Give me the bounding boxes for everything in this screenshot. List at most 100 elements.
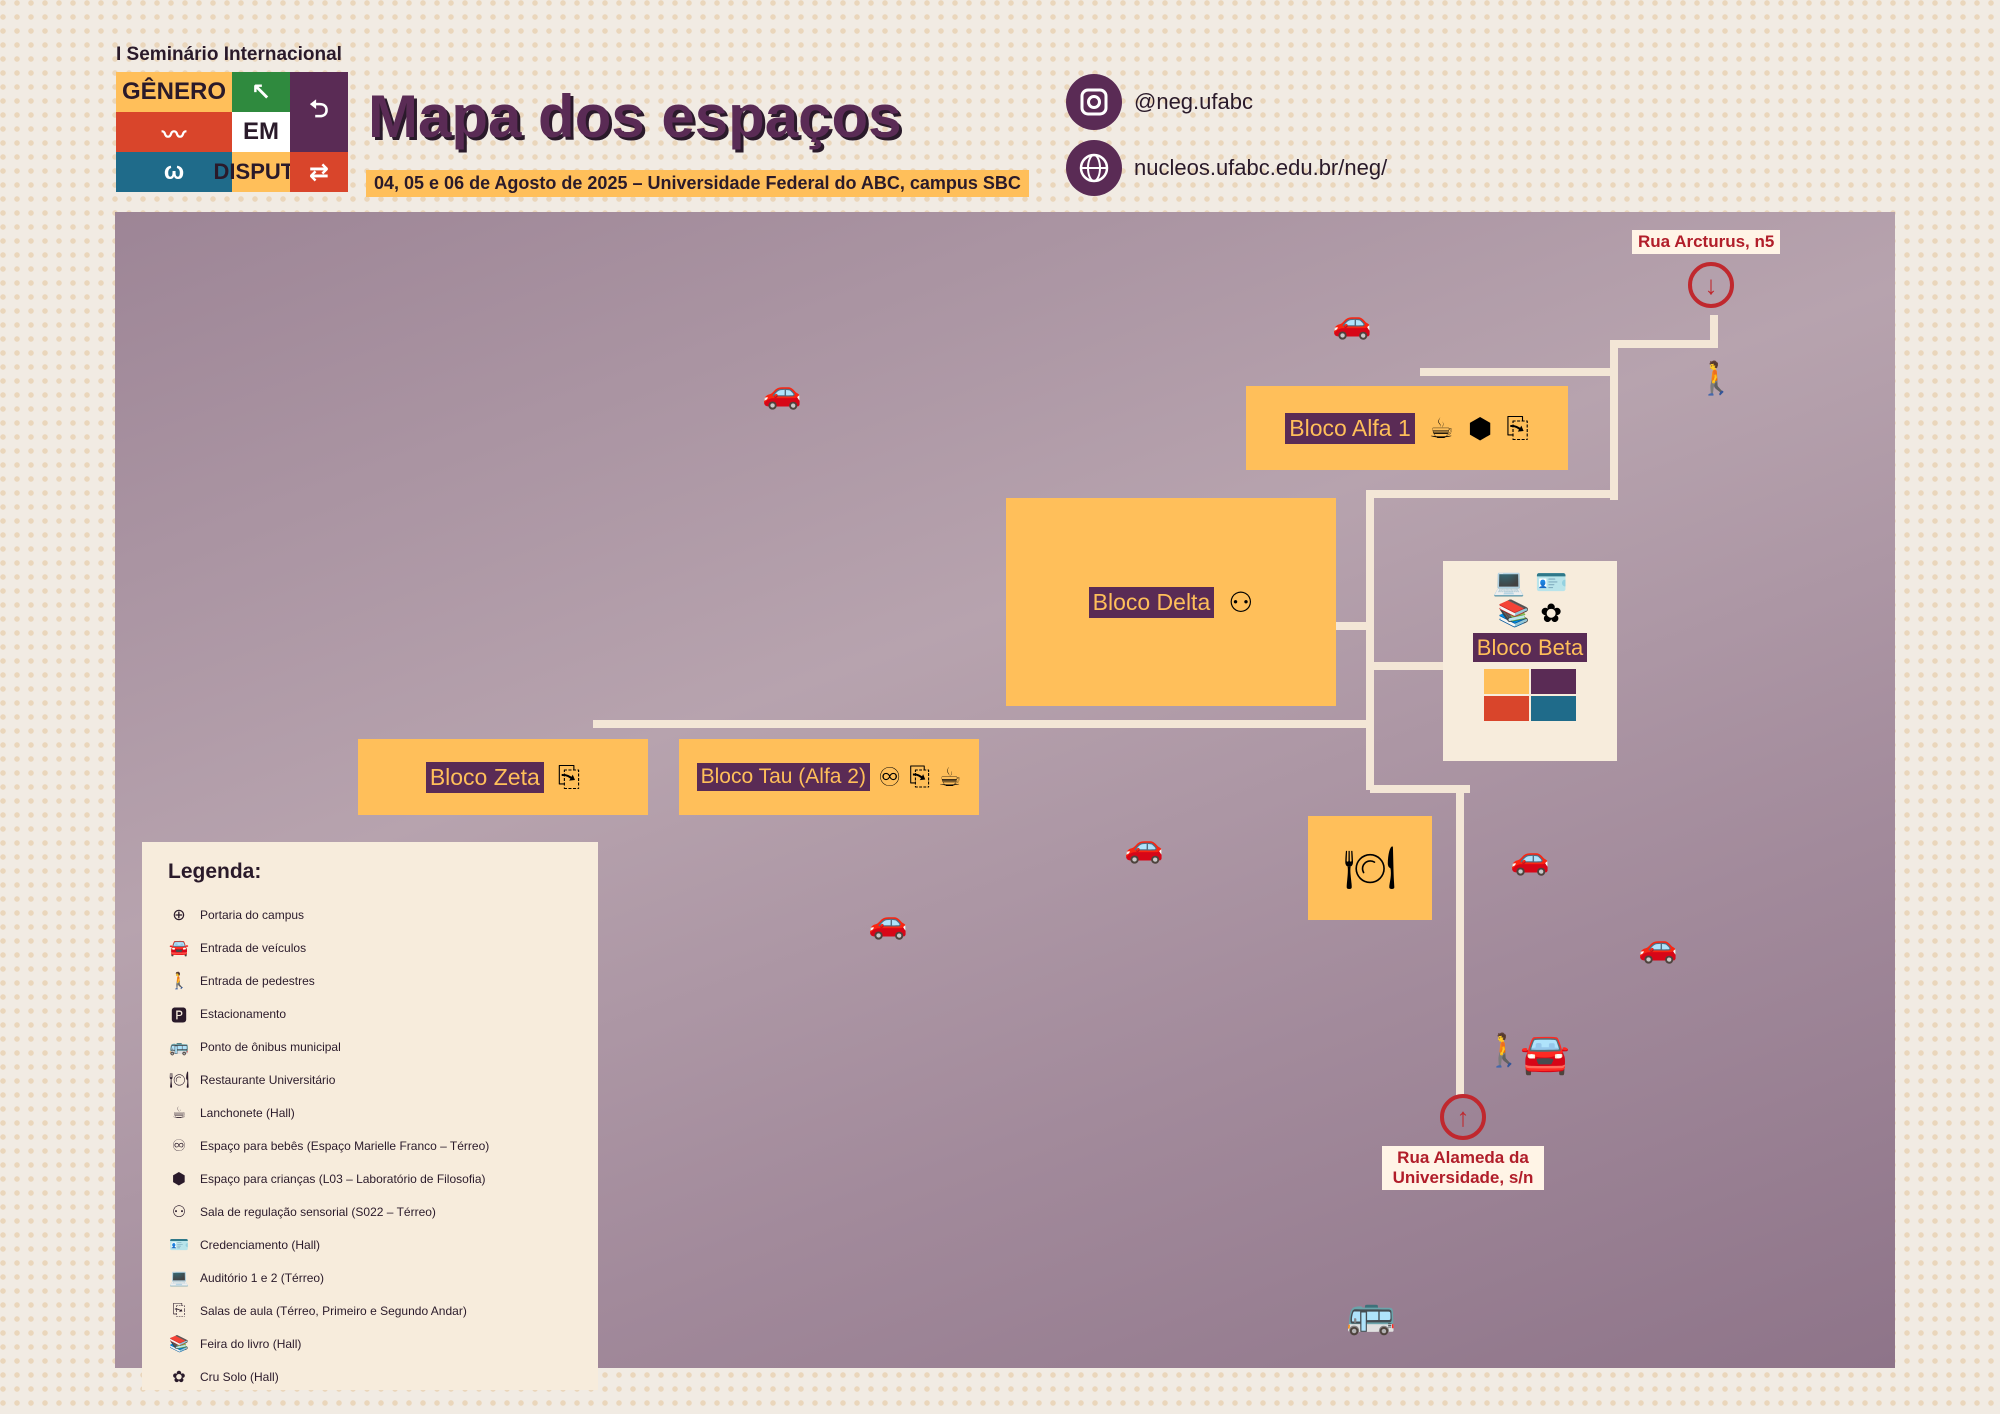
credential-icon: 🪪: [1535, 567, 1568, 597]
parking-icon: 🚗: [1332, 304, 1372, 340]
block-beta[interactable]: 💻 🪪 📚 ✿ Bloco Beta: [1443, 561, 1617, 761]
legend: Legenda: ⊕Portaria do campus 🚘Entrada de…: [142, 842, 598, 1390]
path: [1420, 368, 1618, 376]
street-south-label: Rua Alameda da Universidade, s/n: [1382, 1146, 1544, 1190]
globe-icon: [1066, 140, 1122, 196]
logo-word-genero: GÊNERO: [116, 72, 232, 112]
legend-item: 🅿Estacionamento: [168, 997, 572, 1030]
path: [1456, 785, 1464, 1095]
path: [1370, 662, 1460, 670]
classroom-icon: ⎘: [557, 760, 581, 792]
arrow-icon: ↖: [232, 72, 290, 112]
cru-solo-icon: ✿: [172, 1368, 186, 1386]
cru-solo-icon: ✿: [1540, 598, 1563, 628]
block-delta-label: Bloco Delta: [1088, 586, 1215, 618]
auditorium-icon: 💻: [169, 1269, 189, 1287]
logo-kicker: I Seminário Internacional: [116, 44, 342, 65]
book-icon: 📚: [1497, 598, 1531, 628]
classroom-icon: ⎘: [1506, 411, 1529, 443]
logo-word-disputa: DISPUTA: [214, 152, 308, 192]
website-link[interactable]: nucleos.ufabc.edu.br/neg/: [1066, 140, 1387, 196]
gate-icon: ⊕: [172, 906, 186, 924]
instagram-handle: @neg.ufabc: [1134, 89, 1253, 114]
legend-item: ☕Lanchonete (Hall): [168, 1096, 572, 1129]
classroom-icon: ⎘: [172, 1301, 186, 1319]
legend-title: Legenda:: [168, 860, 262, 883]
legend-item: 📚Feira do livro (Hall): [169, 1335, 302, 1353]
block-tau[interactable]: Bloco Tau (Alfa 2) ♾ ⎘ ☕: [679, 739, 979, 815]
parking-icon: 🚗: [1638, 928, 1678, 964]
baby-icon: ♾: [877, 761, 902, 792]
coffee-icon: ☕: [1428, 412, 1454, 444]
gate-north-icon: ↓: [1688, 262, 1734, 308]
pedestrian-icon: 🚶: [1484, 1032, 1524, 1068]
parking-icon: 🚗: [1124, 828, 1164, 864]
auditorium-icon: 💻: [1492, 567, 1525, 597]
block-alfa-1[interactable]: Bloco Alfa 1 ☕ ⬢ ⎘: [1246, 386, 1568, 470]
swap-icon: ⇄: [290, 152, 348, 192]
legend-item: ♾Espaço para bebês (Espaço Marielle Fran…: [168, 1129, 572, 1162]
legend-item: 🚘Entrada de veículos: [169, 939, 307, 957]
legend-item: ✿Cru Solo (Hall): [168, 1360, 572, 1393]
logo-word-em: EM: [232, 112, 290, 152]
legend-item: 🪪Credenciamento (Hall): [169, 1236, 321, 1254]
bus-stop-icon: 🚌: [1346, 1292, 1396, 1336]
restaurant-block[interactable]: 🍽: [1308, 816, 1432, 920]
restaurant-icon: 🍽: [1343, 843, 1397, 891]
car-icon: 🚘: [1520, 1032, 1570, 1076]
path: [593, 720, 1373, 728]
legend-item: ⚇Sala de regulação sensorial (S022 – Tér…: [168, 1195, 572, 1228]
website-url: nucleos.ufabc.edu.br/neg/: [1134, 155, 1388, 180]
legend-item: 🚶Entrada de pedestres: [169, 972, 315, 990]
bus-icon: 🚌: [169, 1038, 189, 1056]
legend-item: ⬢Espaço para crianças (L03 – Laboratório…: [168, 1162, 572, 1195]
blocks-icon: ⬢: [172, 1170, 186, 1188]
page-subtitle: 04, 05 e 06 de Agosto de 2025 – Universi…: [366, 170, 1029, 197]
pedestrian-icon: 🚶: [169, 972, 189, 990]
parking-icon: 🚗: [868, 904, 908, 940]
event-logo: I Seminário Internacional GÊNERO ↖ ⮌ 〰 E…: [116, 44, 348, 192]
credential-icon: 🪪: [169, 1236, 189, 1254]
instagram-link[interactable]: @neg.ufabc: [1066, 74, 1253, 130]
path: [1610, 340, 1718, 348]
baby-icon: ♾: [171, 1137, 187, 1155]
street-north-label: Rua Arcturus, n5: [1632, 230, 1781, 254]
legend-item: ⊕Portaria do campus: [168, 898, 572, 931]
legend-item: 💻Auditório 1 e 2 (Térreo): [169, 1269, 325, 1287]
block-delta[interactable]: Bloco Delta ⚇: [1006, 498, 1336, 706]
return-icon: ⮌: [290, 72, 348, 152]
gate-south-icon: ↑: [1440, 1094, 1486, 1140]
mini-logo: [1484, 669, 1576, 721]
legend-item: 🚌Ponto de ônibus municipal: [169, 1038, 341, 1056]
parking-icon: 🚗: [1510, 840, 1550, 876]
instagram-icon: [1066, 74, 1122, 130]
legend-item: 🍽Restaurante Universitário: [168, 1071, 336, 1089]
path: [1370, 490, 1618, 498]
legend-item: ⎘Salas de aula (Térreo, Primeiro e Segun…: [168, 1294, 572, 1327]
sensory-room-icon: ⚇: [1228, 586, 1254, 618]
path: [1330, 622, 1370, 630]
block-beta-label: Bloco Beta: [1472, 633, 1588, 662]
car-icon: 🚘: [169, 939, 189, 957]
loop-icon: ω: [116, 152, 232, 192]
block-zeta[interactable]: Bloco Zeta ⎘: [358, 739, 648, 815]
classroom-icon: ⎘: [909, 761, 931, 791]
restaurant-icon: 🍽: [168, 1071, 190, 1089]
block-tau-label: Bloco Tau (Alfa 2): [696, 763, 870, 791]
coffee-icon: ☕: [938, 761, 962, 792]
path: [1610, 340, 1618, 500]
page-title: Mapa dos espaços: [368, 83, 902, 150]
blocks-icon: ⬢: [1467, 412, 1493, 444]
parking-icon: 🅿: [170, 1007, 187, 1025]
block-zeta-label: Bloco Zeta: [425, 761, 544, 793]
path: [1370, 785, 1470, 793]
parking-icon: 🚗: [762, 374, 802, 410]
block-alfa-1-label: Bloco Alfa 1: [1285, 412, 1415, 444]
path: [1366, 490, 1374, 790]
book-icon: 📚: [169, 1335, 189, 1353]
wave-icon: 〰: [116, 112, 232, 152]
coffee-icon: ☕: [171, 1104, 187, 1122]
pedestrian-icon: 🚶: [1696, 360, 1736, 396]
path: [1710, 315, 1718, 345]
sensory-room-icon: ⚇: [171, 1203, 187, 1221]
